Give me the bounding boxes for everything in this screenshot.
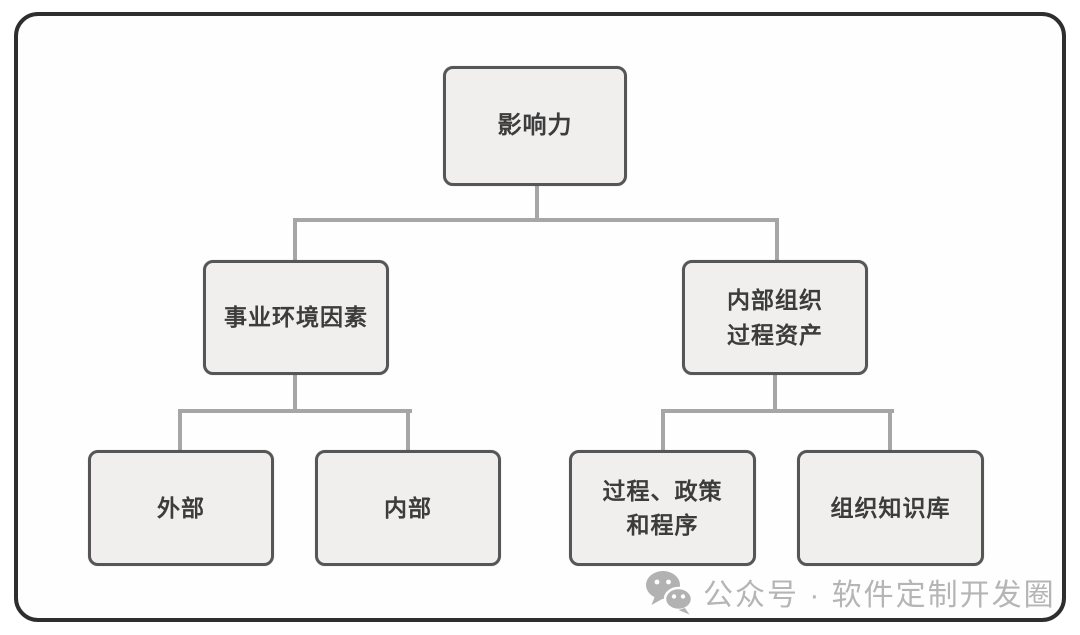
- connector-left-stem: [293, 373, 297, 411]
- node-label: 过程、政策 和程序: [602, 477, 723, 539]
- node-label: 影响力: [497, 112, 573, 139]
- node-external: 外部: [88, 450, 274, 566]
- watermark: 公众号 · 软件定制开发圈: [645, 569, 1056, 615]
- connector-left-horizontal: [178, 409, 412, 413]
- node-influence: 影响力: [443, 66, 627, 186]
- node-label: 外部: [157, 494, 205, 521]
- connector-right-horizontal: [661, 409, 894, 413]
- node-label: 内部: [384, 494, 432, 521]
- connector-root-stem: [535, 185, 539, 220]
- wechat-icon: [646, 571, 693, 615]
- connector-right-leg-a: [661, 411, 665, 452]
- connector-left-leg-b: [406, 411, 410, 452]
- node-label: 内部组织 过程资产: [727, 287, 823, 348]
- connector-right-leg-b: [888, 411, 892, 452]
- node-enterprise-environmental-factors: 事业环境因素: [203, 260, 389, 375]
- node-organizational-knowledge-base: 组织知识库: [797, 450, 984, 566]
- connector-leg-left: [293, 220, 297, 262]
- node-organizational-process-assets: 内部组织 过程资产: [682, 260, 868, 375]
- node-label: 事业环境因素: [224, 304, 368, 331]
- node-processes-policies-procedures: 过程、政策 和程序: [569, 450, 756, 566]
- connector-leg-right: [775, 220, 779, 262]
- node-internal: 内部: [315, 450, 501, 566]
- node-label: 组织知识库: [830, 494, 951, 521]
- watermark-text: 公众号 · 软件定制开发圈: [703, 579, 1056, 612]
- connector-left-leg-a: [178, 411, 182, 452]
- connector-top-horizontal: [293, 218, 779, 222]
- connector-right-stem: [773, 373, 777, 411]
